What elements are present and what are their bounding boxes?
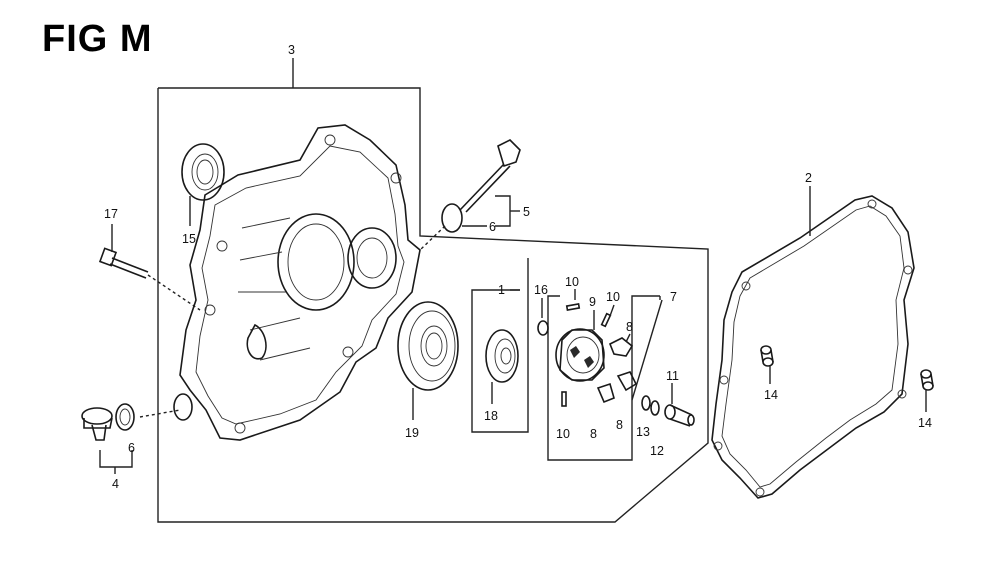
callout-19: 19 [405, 426, 419, 440]
callout-8-middle: 8 [616, 418, 623, 432]
governor-weight-assy [555, 328, 605, 382]
governor-weight-b [596, 382, 615, 404]
callout-10-bottom: 10 [556, 427, 570, 441]
callout-17: 17 [104, 207, 118, 221]
ball-bearing-small [485, 329, 519, 383]
washer-12 [650, 400, 660, 416]
drain-plug-washer [173, 393, 193, 421]
figure-title: FIG M [42, 18, 153, 60]
governor-shaft [664, 404, 695, 427]
flange-bolt [98, 247, 149, 279]
bushing [537, 320, 549, 336]
callout-6-upper: 6 [489, 220, 496, 234]
callout-10-right: 10 [606, 290, 620, 304]
callout-2: 2 [805, 171, 812, 185]
group-outline-crankcase-cover [157, 87, 709, 523]
callout-11: 11 [666, 369, 679, 383]
ball-bearing-large [397, 301, 459, 391]
callout-16: 16 [534, 283, 548, 297]
group-outline-bearing [471, 258, 529, 433]
callout-3: 3 [288, 43, 295, 57]
oil-seal [181, 143, 225, 201]
callout-6-lower: 6 [128, 441, 135, 455]
crankcase-gasket [711, 195, 915, 499]
callout-10-top: 10 [565, 275, 579, 289]
callout-7: 7 [670, 290, 677, 304]
callout-4: 4 [112, 477, 119, 491]
callout-12: 12 [650, 444, 664, 458]
pin-right [600, 312, 612, 328]
callout-13: 13 [636, 425, 650, 439]
callout-8-bottom: 8 [590, 427, 597, 441]
pin-bottom [561, 391, 567, 407]
governor-weight-a [608, 337, 634, 357]
callout-15: 15 [182, 232, 196, 246]
callout-14-right: 14 [918, 416, 932, 430]
oil-filler-cap [81, 403, 135, 441]
callout-8-top: 8 [626, 320, 633, 334]
callout-9: 9 [589, 295, 596, 309]
crankcase-cover [179, 124, 421, 441]
callout-1: 1 [498, 283, 505, 297]
oil-level-switch [441, 139, 521, 233]
dowel-pin-a [760, 345, 774, 367]
group-outline-governor [547, 295, 660, 461]
pin-top [565, 303, 581, 311]
callout-14-left: 14 [764, 388, 778, 402]
governor-weight-c [616, 371, 638, 392]
washer-13 [641, 395, 651, 411]
callout-18: 18 [484, 409, 498, 423]
callout-5: 5 [523, 205, 530, 219]
dowel-pin-b [920, 369, 934, 391]
